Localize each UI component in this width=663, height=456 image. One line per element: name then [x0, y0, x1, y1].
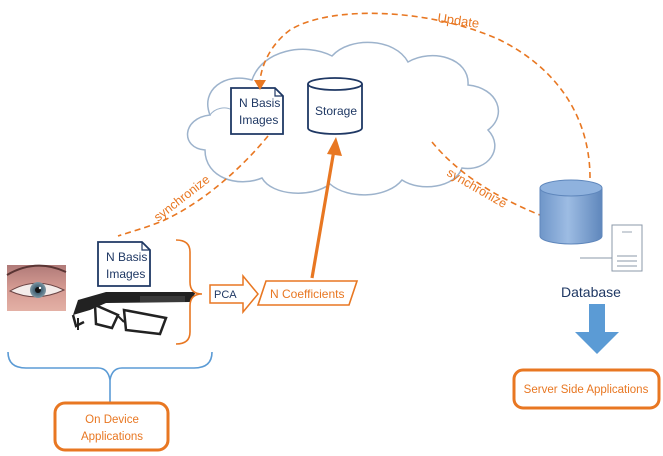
database-cylinder	[539, 179, 603, 245]
server-applications-label: Server Side Applications	[524, 384, 649, 396]
cloud-storage-cylinder: Storage	[307, 77, 363, 135]
on-device-applications-box: On Device Applications	[53, 401, 170, 452]
on-device-apps-line2: Applications	[81, 431, 143, 443]
on-device-apps-line1: On Device	[85, 414, 139, 426]
device-basis-line1: N Basis	[106, 250, 147, 264]
update-label: Update	[437, 10, 481, 31]
smart-glasses-image	[71, 292, 196, 336]
database-label: Database	[561, 284, 621, 300]
cloud-basis-line1: N Basis	[239, 96, 280, 110]
pca-label: PCA	[214, 289, 237, 301]
storage-label: Storage	[315, 104, 357, 118]
coefficients-to-storage-arrow	[310, 137, 342, 279]
sync-right-line	[431, 141, 541, 216]
update-arrow-line	[259, 12, 591, 179]
device-bracket	[175, 239, 203, 345]
device-basis-line2: Images	[106, 267, 145, 281]
cloud-basis-images-doc: N Basis Images	[230, 87, 284, 135]
sync-left-line	[117, 135, 269, 237]
update-connector: Update	[254, 10, 591, 179]
eye-image	[6, 264, 67, 311]
sync-left-label: synchronize	[151, 172, 212, 224]
pca-arrow: PCA	[209, 273, 259, 315]
coefficients-label: N Coefficients	[270, 287, 344, 301]
device-bottom-brace	[7, 351, 213, 381]
server-icon	[580, 224, 643, 272]
n-coefficients-box: N Coefficients	[256, 280, 359, 306]
cloud-basis-line2: Images	[239, 113, 278, 127]
device-basis-images-doc: N Basis Images	[97, 241, 151, 287]
update-arrow-head	[254, 80, 266, 90]
sync-right-label: synchronize	[445, 165, 510, 210]
server-applications-box: Server Side Applications	[512, 368, 661, 410]
database-down-arrow	[575, 304, 619, 354]
